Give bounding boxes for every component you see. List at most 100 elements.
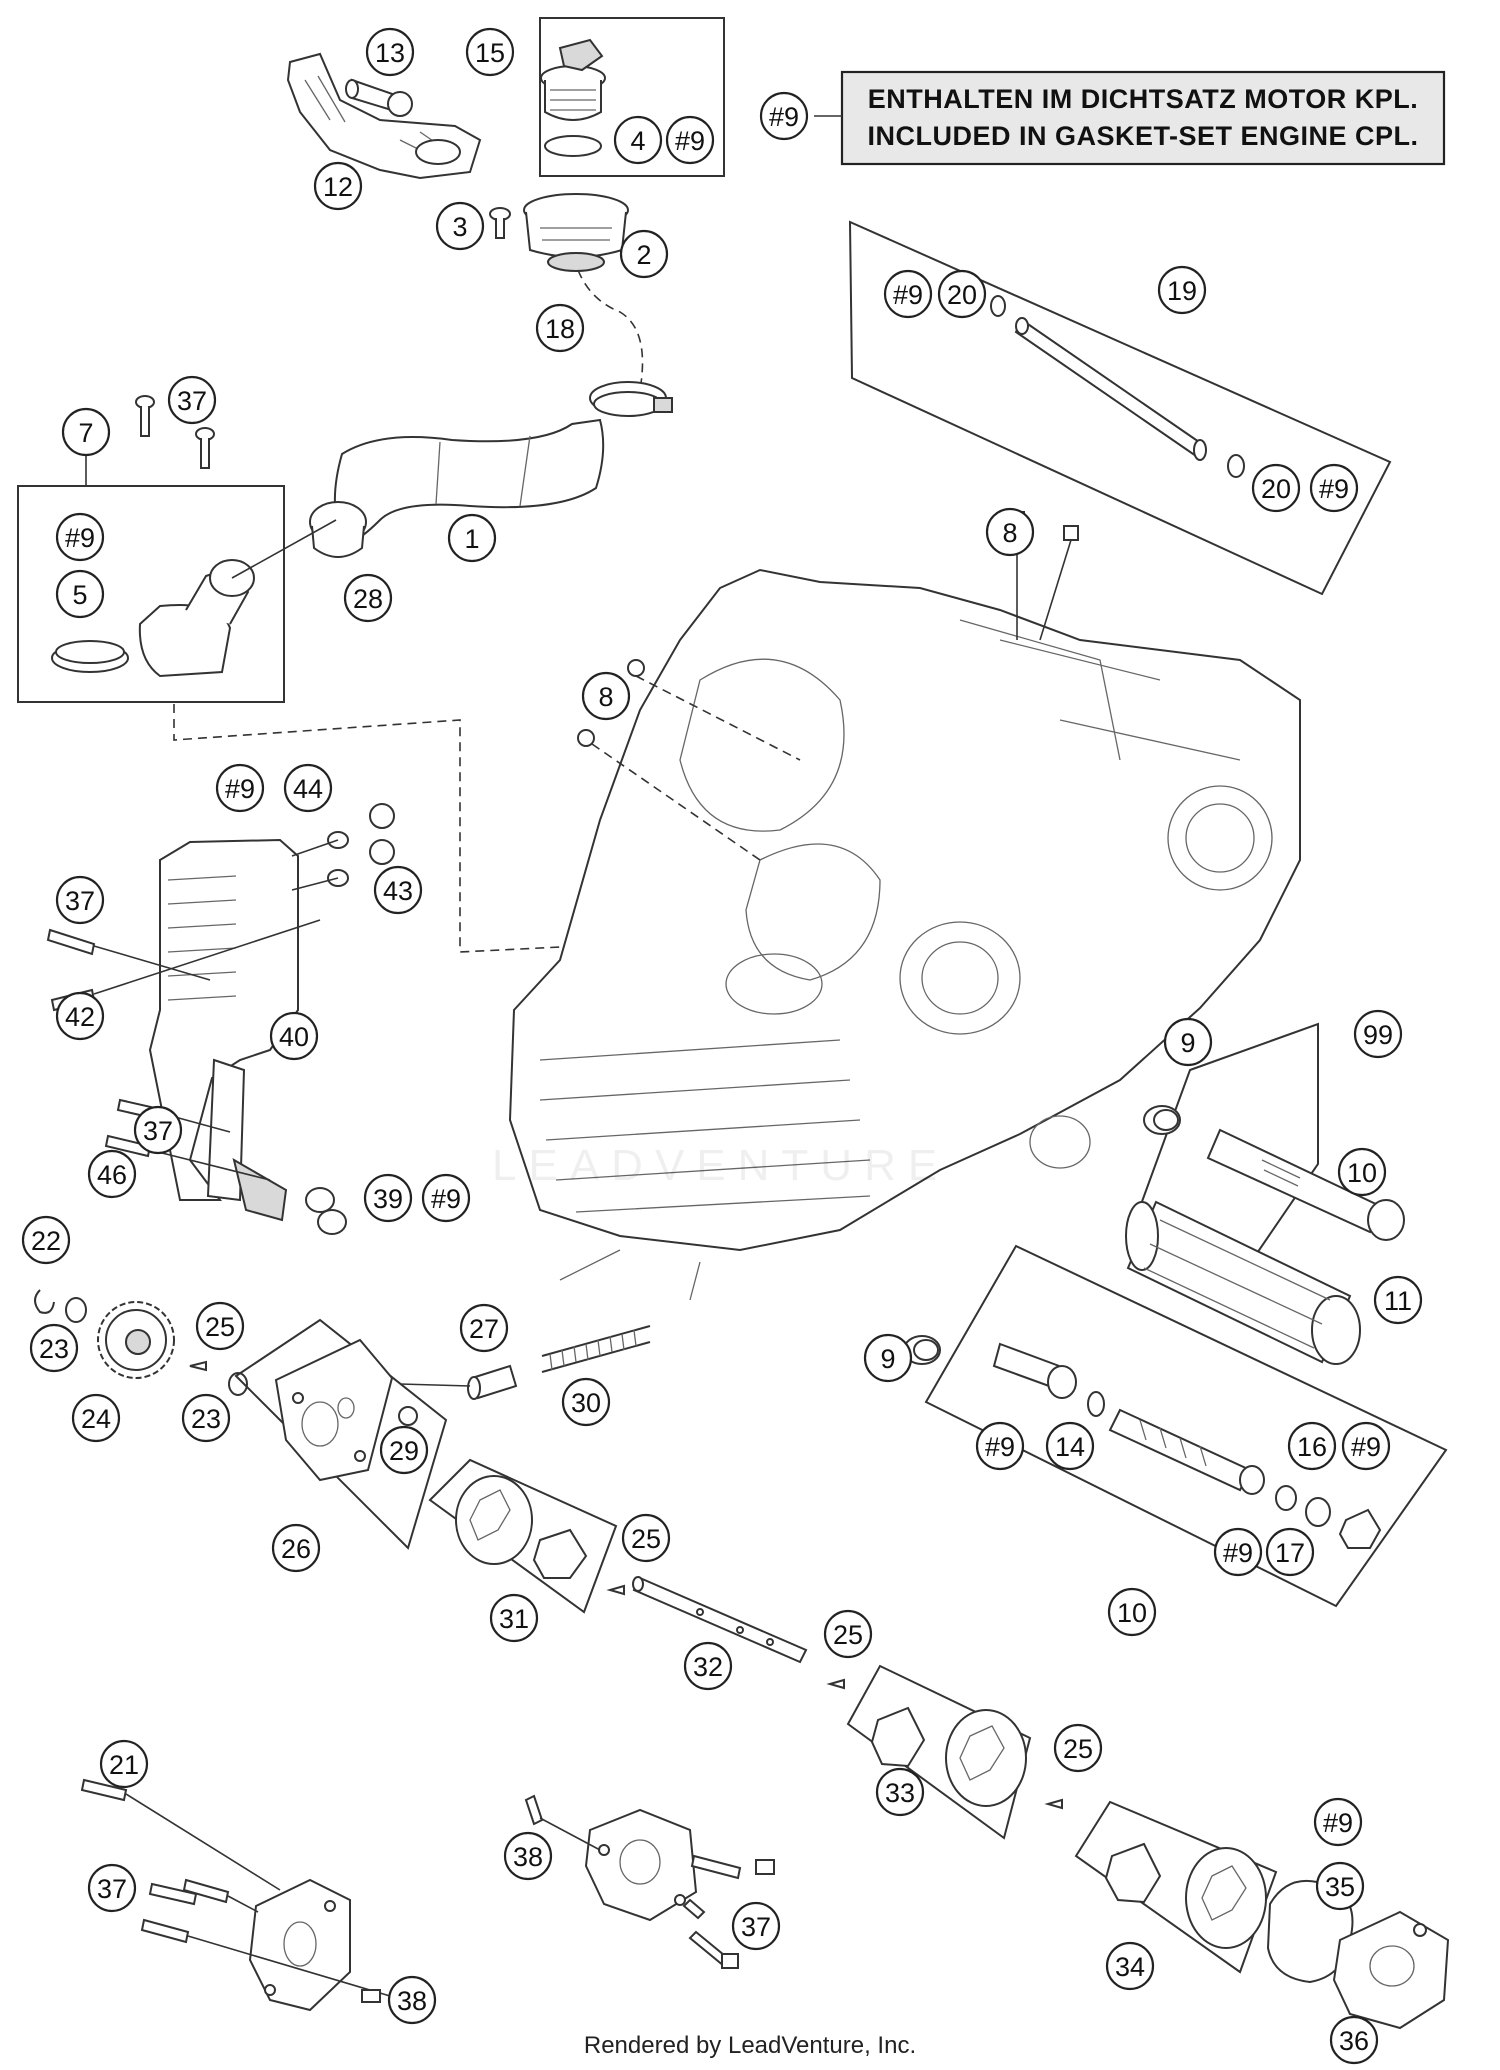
- group-99-box: [1134, 1022, 1319, 1280]
- callout-label: 25: [833, 1620, 863, 1650]
- pump-body-bolts-left: [80, 1778, 391, 2003]
- callout-ref-9: #9: [1341, 1421, 1391, 1471]
- callout-23: 23: [181, 1393, 231, 1443]
- callout-label: #9: [675, 126, 705, 156]
- o-ring-16: [1275, 1485, 1297, 1511]
- callout-20: 20: [937, 269, 987, 319]
- callout-label: 34: [1115, 1952, 1145, 1982]
- callout-label: 25: [631, 1524, 661, 1554]
- callout-label: 43: [383, 876, 413, 906]
- cap-o-ring: [544, 135, 602, 157]
- callout-label: 5: [72, 580, 87, 610]
- group-31-box: [428, 1458, 618, 1614]
- callout-40: 40: [269, 1011, 319, 1061]
- callout-label: 27: [469, 1314, 499, 1344]
- pin-25c: [826, 1678, 845, 1690]
- callout-18: 18: [535, 303, 585, 353]
- callout-24: 24: [71, 1393, 121, 1443]
- callout-34: 34: [1105, 1941, 1155, 1991]
- callout-ref-9: #9: [1309, 463, 1359, 513]
- callout-label: 37: [143, 1116, 173, 1146]
- group-33-box: [846, 1664, 1032, 1840]
- pin-25b: [606, 1584, 625, 1596]
- callout-label: #9: [985, 1432, 1015, 1462]
- callout-20: 20: [1251, 463, 1301, 513]
- callout-44: 44: [283, 763, 333, 813]
- callout-30: 30: [561, 1377, 611, 1427]
- gasket-set-note: ENTHALTEN IM DICHTSATZ MOTOR KPL. INCLUD…: [840, 70, 1446, 166]
- outer-rotor-31: [455, 1475, 533, 1565]
- pump-housing-cover: [1332, 1910, 1450, 2030]
- callout-label: 23: [39, 1334, 69, 1364]
- filler-cap: [540, 38, 606, 121]
- callout-1: 1: [447, 513, 497, 563]
- seal-rings-39: [305, 1187, 347, 1235]
- callout-label: 31: [499, 1604, 529, 1634]
- callout-37: 37: [133, 1105, 183, 1155]
- callout-label: #9: [65, 523, 95, 553]
- group-10-box: [924, 1244, 1448, 1608]
- callout-label: 20: [947, 280, 977, 310]
- callout-23: 23: [29, 1323, 79, 1373]
- oil-pump-sprocket: [97, 1301, 175, 1379]
- callout-8: 8: [581, 671, 631, 721]
- callout-8: 8: [985, 507, 1035, 557]
- callout-10: 10: [1337, 1147, 1387, 1197]
- callout-label: 40: [279, 1022, 309, 1052]
- callout-31: 31: [489, 1593, 539, 1643]
- pressure-spring: [541, 1325, 651, 1373]
- callout-label: 10: [1117, 1598, 1147, 1628]
- callout-ref-9: #9: [215, 763, 265, 813]
- callout-label: 20: [1261, 474, 1291, 504]
- callout-label: 23: [191, 1404, 221, 1434]
- callout-label: 29: [389, 1436, 419, 1466]
- washer-29: [398, 1406, 418, 1426]
- callout-37: 37: [167, 375, 217, 425]
- cap-group-box: [539, 17, 725, 177]
- callout-label: 42: [65, 1002, 95, 1032]
- callout-label: 32: [693, 1652, 723, 1682]
- watermark: LEADVENTURE: [492, 1141, 949, 1190]
- callout-ref-9: #9: [759, 91, 809, 141]
- filler-neck: [523, 193, 629, 272]
- callout-label: 37: [741, 1912, 771, 1942]
- callout-21: 21: [99, 1739, 149, 1789]
- neck-to-hose-dashed: [577, 269, 644, 391]
- callout-28: 28: [343, 573, 393, 623]
- callout-label: 9: [1180, 1028, 1195, 1058]
- pump-cover: [274, 1338, 394, 1482]
- callout-label: 36: [1339, 2026, 1369, 2056]
- callout-46: 46: [87, 1149, 137, 1199]
- oil-connector-elbow: [138, 559, 255, 678]
- callout-37: 37: [731, 1901, 781, 1951]
- callout-9: 9: [863, 1333, 913, 1383]
- callout-5: 5: [55, 569, 105, 619]
- callout-16: 16: [1287, 1421, 1337, 1471]
- callout-label: 8: [598, 682, 613, 712]
- callout-39: 39: [363, 1173, 413, 1223]
- connector-to-engine-dashed: [173, 704, 741, 953]
- callout-27: 27: [459, 1303, 509, 1353]
- callout-42: 42: [55, 991, 105, 1041]
- callout-label: 11: [1384, 1286, 1412, 1316]
- callout-label: #9: [1223, 1538, 1253, 1568]
- callout-label: #9: [769, 102, 799, 132]
- callout-label: 26: [281, 1534, 311, 1564]
- callout-label: 4: [630, 126, 645, 156]
- group-34-box: [1074, 1800, 1278, 1974]
- callout-label: 22: [31, 1226, 61, 1256]
- callout-label: 30: [571, 1388, 601, 1418]
- cooler-bolts: [46, 919, 321, 1181]
- callout-label: 37: [97, 1874, 127, 1904]
- callout-7: 7: [61, 407, 111, 457]
- hose-clamp-18: [589, 381, 673, 417]
- callout-label: 35: [1325, 1872, 1355, 1902]
- callout-37: 37: [55, 875, 105, 925]
- callout-label: 25: [205, 1312, 235, 1342]
- callout-label: 12: [323, 172, 353, 202]
- bolt-pair-37-top: [135, 395, 215, 469]
- o-ring-20a: [990, 295, 1006, 317]
- callout-label: 33: [885, 1778, 915, 1808]
- drain-plug: [1338, 1508, 1382, 1549]
